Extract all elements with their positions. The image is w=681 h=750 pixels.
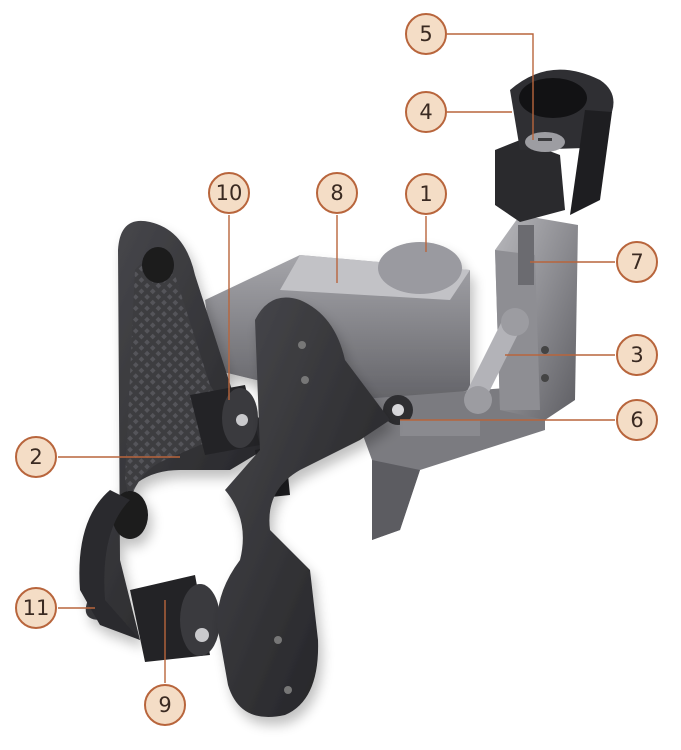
- callout-9: 9: [144, 684, 186, 726]
- cylinder-lower: [130, 575, 220, 662]
- callout-8: 8: [316, 172, 358, 214]
- linkage: [383, 308, 529, 436]
- callout-1: 1: [405, 173, 447, 215]
- callout-11: 11: [15, 587, 57, 629]
- leader-lines: [58, 33, 615, 683]
- callout-3: 3: [616, 334, 658, 376]
- handle-grip: [495, 69, 614, 222]
- callout-6: 6: [616, 399, 658, 441]
- leader-line-5: [447, 33, 534, 140]
- callout-2: 2: [15, 436, 57, 478]
- front-plate: [217, 297, 390, 717]
- callout-4: 4: [405, 91, 447, 133]
- callout-10: 10: [208, 172, 250, 214]
- callout-5: 5: [405, 13, 447, 55]
- callout-7: 7: [616, 241, 658, 283]
